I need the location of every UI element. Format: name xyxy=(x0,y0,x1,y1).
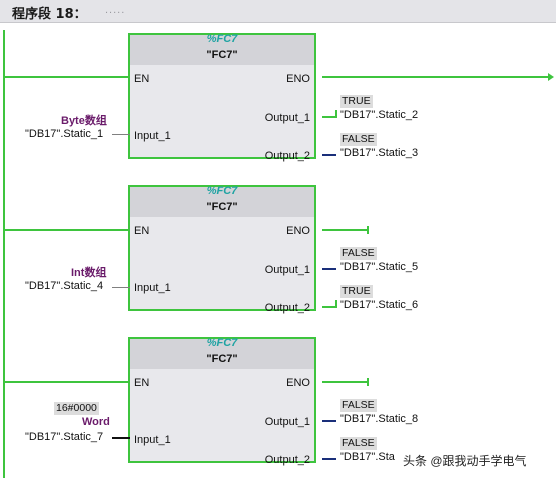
output-2-operand[interactable]: "DB17".Sta xyxy=(340,451,395,463)
input-datatype: Int数组 xyxy=(71,267,107,279)
output-1-value: TRUE xyxy=(340,95,373,108)
block-instance-address: %FC7 xyxy=(206,185,238,197)
output-1-wire xyxy=(322,268,336,270)
input-datatype: Word xyxy=(82,416,110,428)
output-2-wire xyxy=(322,306,336,308)
rung-1-en-wire xyxy=(5,76,130,78)
output-2-value: FALSE xyxy=(340,437,377,450)
rung-2-eno-terminal xyxy=(367,226,369,234)
input-constant: 16#0000 xyxy=(54,402,99,415)
input-operand[interactable]: "DB17".Static_4 xyxy=(25,280,104,292)
eno-pin[interactable]: ENO xyxy=(286,377,310,389)
rung-3-eno-wire xyxy=(322,381,368,383)
rung-1-output-arrow xyxy=(548,73,554,81)
output-2-pin[interactable]: Output_2 xyxy=(264,302,310,314)
output-2-operand[interactable]: "DB17".Static_3 xyxy=(340,147,419,159)
network-comment[interactable]: ..... xyxy=(105,4,126,16)
input-wire xyxy=(112,287,130,288)
eno-pin[interactable]: ENO xyxy=(286,225,310,237)
output-1-pin[interactable]: Output_1 xyxy=(264,416,310,428)
power-rail xyxy=(3,30,5,478)
block-name[interactable]: "FC7" xyxy=(206,353,238,365)
block-name[interactable]: "FC7" xyxy=(206,201,238,213)
en-pin[interactable]: EN xyxy=(134,377,150,389)
block-name[interactable]: "FC7" xyxy=(206,49,238,61)
input-1-pin[interactable]: Input_1 xyxy=(134,130,171,142)
fc7-block-1[interactable]: %FC7 "FC7" EN ENO Input_1 Output_1 Outpu… xyxy=(128,33,316,162)
rung-1-eno-wire xyxy=(322,76,550,78)
output-1-wire-stub xyxy=(335,110,337,118)
network-title: 程序段 18： xyxy=(12,7,87,22)
output-1-operand[interactable]: "DB17".Static_8 xyxy=(340,413,419,425)
output-2-wire xyxy=(322,154,336,156)
rung-3-en-wire xyxy=(5,381,130,383)
fc7-block-3[interactable]: %FC7 "FC7" EN ENO Input_1 Output_1 Outpu… xyxy=(128,337,316,466)
rung-2-en-wire xyxy=(5,229,130,231)
output-1-pin[interactable]: Output_1 xyxy=(264,112,310,124)
output-2-operand[interactable]: "DB17".Static_6 xyxy=(340,299,419,311)
output-1-operand[interactable]: "DB17".Static_5 xyxy=(340,261,419,273)
output-2-wire-stub xyxy=(335,300,337,308)
block-header: %FC7 "FC7" xyxy=(130,185,314,217)
input-1-pin[interactable]: Input_1 xyxy=(134,282,171,294)
input-datatype: Byte数组 xyxy=(61,115,107,127)
output-2-pin[interactable]: Output_2 xyxy=(264,150,310,162)
en-pin[interactable]: EN xyxy=(134,73,150,85)
block-header: %FC7 "FC7" xyxy=(130,337,314,369)
output-2-wire xyxy=(322,458,336,460)
input-operand[interactable]: "DB17".Static_7 xyxy=(25,431,104,443)
en-pin[interactable]: EN xyxy=(134,225,150,237)
output-1-value: FALSE xyxy=(340,399,377,412)
output-2-value: TRUE xyxy=(340,285,373,298)
output-2-value: FALSE xyxy=(340,133,377,146)
rung-2-eno-wire xyxy=(322,229,368,231)
rung-3-eno-terminal xyxy=(367,378,369,386)
output-2-pin[interactable]: Output_2 xyxy=(264,454,310,466)
output-1-pin[interactable]: Output_1 xyxy=(264,264,310,276)
input-wire xyxy=(112,437,130,439)
input-1-pin[interactable]: Input_1 xyxy=(134,434,171,446)
block-header: %FC7 "FC7" xyxy=(130,33,314,65)
output-1-wire xyxy=(322,116,336,118)
block-instance-address: %FC7 xyxy=(206,33,238,45)
block-instance-address: %FC7 xyxy=(206,337,238,349)
watermark: 头条 @跟我动手学电气 xyxy=(400,452,530,469)
output-1-wire xyxy=(322,420,336,422)
input-operand[interactable]: "DB17".Static_1 xyxy=(25,128,104,140)
eno-pin[interactable]: ENO xyxy=(286,73,310,85)
output-1-operand[interactable]: "DB17".Static_2 xyxy=(340,109,419,121)
input-wire xyxy=(112,134,130,135)
fc7-block-2[interactable]: %FC7 "FC7" EN ENO Input_1 Output_1 Outpu… xyxy=(128,185,316,314)
network-header[interactable]: 程序段 18： ..... xyxy=(0,0,556,23)
output-1-value: FALSE xyxy=(340,247,377,260)
